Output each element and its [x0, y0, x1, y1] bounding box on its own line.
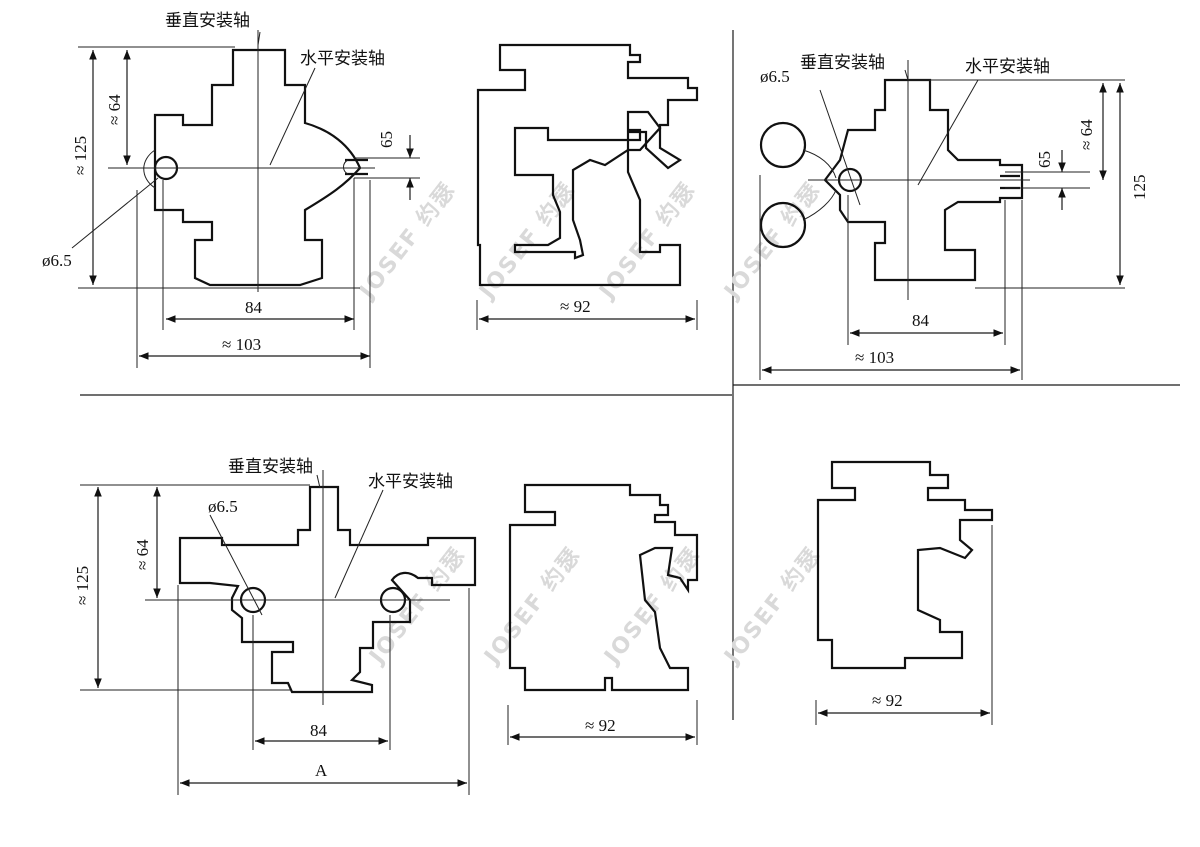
front-view-bottom-left: 垂直安装轴 水平安装轴 ø6.5 ≈ 125 ≈ 64 84 A [73, 457, 477, 795]
dim-65: 65 [377, 131, 396, 148]
dim-hole: ø6.5 [760, 67, 790, 86]
dim-65: 65 [1035, 151, 1054, 168]
dim-64: ≈ 64 [1077, 119, 1096, 150]
front-view-top-left: 垂直安装轴 水平安装轴 ≈ 125 ≈ 64 65 ø6.5 84 ≈ 103 [42, 11, 420, 368]
label-vertical-axis: 垂直安装轴 [165, 11, 250, 31]
label-horizontal-axis: 水平安装轴 [368, 472, 453, 492]
panel-cutout-top: ≈ 92 [476, 43, 699, 330]
label-vertical-axis: 垂直安装轴 [800, 53, 885, 73]
dim-125: 125 [1130, 175, 1149, 201]
panel-dividers [80, 30, 1180, 720]
dim-92-bottom-right: ≈ 92 [872, 691, 903, 710]
body-outline [153, 48, 362, 287]
dim-64: ≈ 64 [133, 539, 152, 570]
dim-84: 84 [310, 721, 328, 740]
watermark-8: JOSEF 约瑟 [718, 542, 826, 670]
dim-84: 84 [912, 311, 930, 330]
dim-92-top: ≈ 92 [560, 297, 591, 316]
cutout-inner [513, 110, 662, 260]
dim-125: ≈ 125 [73, 566, 92, 605]
label-vertical-axis: 垂直安装轴 [228, 457, 313, 477]
watermark-6: JOSEF 约瑟 [478, 542, 586, 670]
watermarks: JOSEF 约瑟 JOSEF 约瑟 JOSEF 约瑟 JOSEF 约瑟 JOSE… [353, 177, 826, 670]
panel-cutout-bottom-right: ≈ 92 [815, 460, 994, 725]
dim-64: ≈ 64 [105, 94, 124, 125]
mount-lug-lower [759, 201, 807, 249]
front-view-top-right: 垂直安装轴 水平安装轴 ø6.5 125 ≈ 64 65 84 ≈ 103 [759, 53, 1149, 380]
dim-84: 84 [245, 298, 263, 317]
dim-103: ≈ 103 [855, 348, 894, 367]
dim-92-bottom-middle: ≈ 92 [585, 716, 616, 735]
dim-125: ≈ 125 [71, 136, 90, 175]
dim-hole: ø6.5 [42, 251, 72, 270]
watermark-4: JOSEF 约瑟 [718, 177, 826, 305]
mount-lug-upper [759, 121, 807, 169]
watermark-5: JOSEF 约瑟 [363, 542, 471, 670]
panel-cutout-bottom-middle: ≈ 92 [507, 483, 699, 745]
watermark-7: JOSEF 约瑟 [598, 542, 706, 670]
cutout-outline [476, 43, 699, 287]
watermark-1: JOSEF 约瑟 [353, 177, 461, 305]
label-horizontal-axis: 水平安装轴 [965, 57, 1050, 77]
label-horizontal-axis: 水平安装轴 [300, 49, 385, 69]
dim-A: A [315, 761, 328, 780]
dim-103: ≈ 103 [222, 335, 261, 354]
dim-hole: ø6.5 [208, 497, 238, 516]
